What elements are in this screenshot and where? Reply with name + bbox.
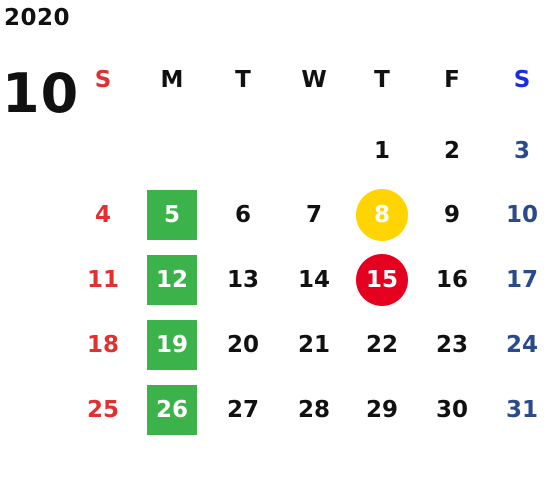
- day-cell-22[interactable]: 22: [352, 319, 412, 371]
- day-number: 2: [443, 138, 460, 164]
- calendar-month: 10: [2, 62, 80, 125]
- day-cell-6[interactable]: 6: [213, 189, 273, 241]
- day-number: 18: [86, 332, 119, 358]
- day-number: 1: [373, 138, 390, 164]
- day-number: 31: [505, 397, 538, 423]
- day-cell-23[interactable]: 23: [422, 319, 482, 371]
- day-cell-8[interactable]: 8: [352, 189, 412, 241]
- day-cell-7[interactable]: 7: [284, 189, 344, 241]
- day-cell-4[interactable]: 4: [73, 189, 133, 241]
- day-cell-31[interactable]: 31: [492, 384, 548, 436]
- day-cell-20[interactable]: 20: [213, 319, 273, 371]
- day-cell-1[interactable]: 1: [352, 125, 412, 177]
- day-number: 9: [443, 202, 460, 228]
- day-number: 19: [155, 332, 188, 358]
- day-cell-21[interactable]: 21: [284, 319, 344, 371]
- day-cell-19[interactable]: 19: [142, 319, 202, 371]
- day-number: 4: [94, 202, 111, 228]
- calendar-year: 2020: [4, 5, 71, 31]
- day-highlight-square: [147, 385, 197, 435]
- day-number: 17: [505, 267, 538, 293]
- day-cell-17[interactable]: 17: [492, 254, 548, 306]
- day-number: 15: [365, 267, 398, 293]
- day-number: 20: [226, 332, 259, 358]
- day-number: 5: [163, 202, 180, 228]
- day-cell-24[interactable]: 24: [492, 319, 548, 371]
- day-highlight-square: [147, 255, 197, 305]
- day-cell-12[interactable]: 12: [142, 254, 202, 306]
- day-cell-27[interactable]: 27: [213, 384, 273, 436]
- day-number: 10: [505, 202, 538, 228]
- day-cell-13[interactable]: 13: [213, 254, 273, 306]
- day-number: 13: [226, 267, 259, 293]
- day-number: 30: [435, 397, 468, 423]
- day-number: 14: [297, 267, 330, 293]
- day-number: 7: [305, 202, 322, 228]
- day-number: 11: [86, 267, 119, 293]
- weekday-header-fri: F: [444, 67, 460, 93]
- day-number: 27: [226, 397, 259, 423]
- day-highlight-circle: [356, 189, 408, 241]
- weekday-header-sat: S: [513, 67, 531, 93]
- weekday-header-wed: W: [301, 67, 327, 93]
- day-cell-14[interactable]: 14: [284, 254, 344, 306]
- day-number: 12: [155, 267, 188, 293]
- day-cell-2[interactable]: 2: [422, 125, 482, 177]
- day-number: 29: [365, 397, 398, 423]
- day-highlight-square: [147, 320, 197, 370]
- day-cell-16[interactable]: 16: [422, 254, 482, 306]
- day-number: 23: [435, 332, 468, 358]
- day-cell-30[interactable]: 30: [422, 384, 482, 436]
- day-highlight-circle: [356, 254, 408, 306]
- day-cell-15[interactable]: 15: [352, 254, 412, 306]
- day-cell-5[interactable]: 5: [142, 189, 202, 241]
- day-cell-10[interactable]: 10: [492, 189, 548, 241]
- day-cell-11[interactable]: 11: [73, 254, 133, 306]
- day-number: 8: [373, 202, 390, 228]
- day-number: 26: [155, 397, 188, 423]
- day-number: 16: [435, 267, 468, 293]
- weekday-header-mon: M: [160, 67, 184, 93]
- day-number: 28: [297, 397, 330, 423]
- day-number: 22: [365, 332, 398, 358]
- day-highlight-square: [147, 190, 197, 240]
- day-number: 24: [505, 332, 538, 358]
- day-cell-29[interactable]: 29: [352, 384, 412, 436]
- day-cell-25[interactable]: 25: [73, 384, 133, 436]
- day-number: 6: [234, 202, 251, 228]
- day-cell-9[interactable]: 9: [422, 189, 482, 241]
- day-number: 21: [297, 332, 330, 358]
- weekday-header-tue: T: [235, 67, 251, 93]
- day-cell-28[interactable]: 28: [284, 384, 344, 436]
- day-cell-3[interactable]: 3: [492, 125, 548, 177]
- weekday-header-sun: S: [94, 67, 112, 93]
- day-cell-18[interactable]: 18: [73, 319, 133, 371]
- day-cell-26[interactable]: 26: [142, 384, 202, 436]
- day-number: 25: [86, 397, 119, 423]
- day-number: 3: [513, 138, 530, 164]
- weekday-header-thu: T: [374, 67, 390, 93]
